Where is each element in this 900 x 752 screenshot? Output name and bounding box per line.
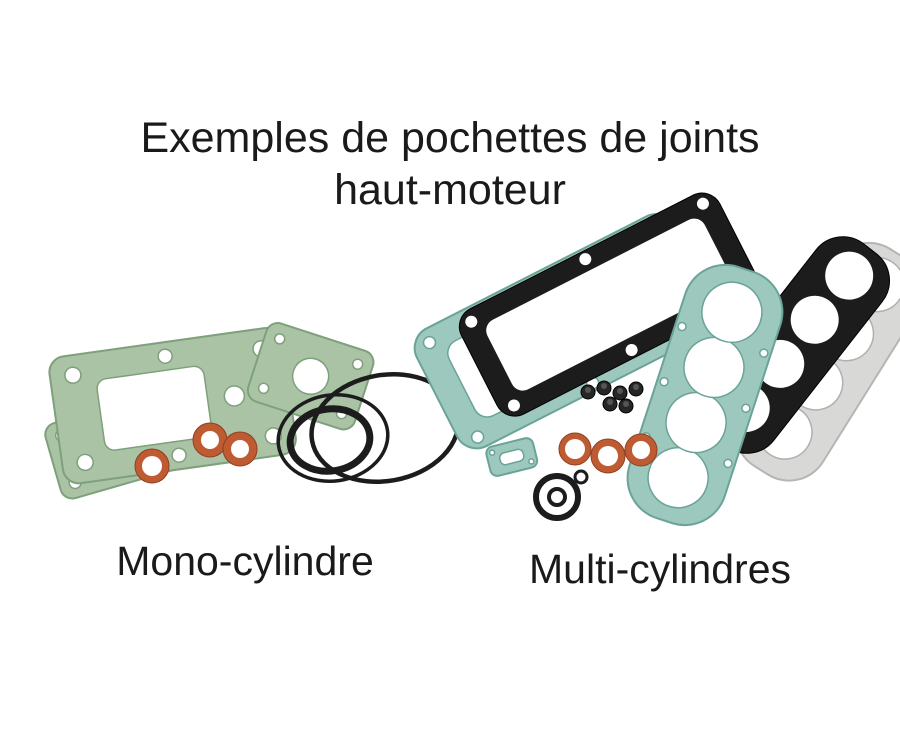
title-line-2: haut-moteur — [334, 166, 566, 215]
copper-ring — [134, 448, 170, 484]
valve-stem-seals — [580, 380, 644, 414]
label-multi-cylindres: Multi-cylindres — [529, 546, 791, 592]
black-cover-gasket — [458, 192, 759, 417]
copper-exhaust-gaskets — [192, 422, 258, 467]
oil-seal — [533, 469, 589, 521]
copper-sealing-rings — [558, 432, 658, 474]
figure-title: Exemples de pochettes de joints haut-mot… — [0, 112, 900, 217]
label-mono-cylindre: Mono-cylindre — [116, 538, 374, 584]
title-line-1: Exemples de pochettes de joints — [140, 114, 760, 162]
mono-side-plate-gasket — [246, 322, 375, 431]
small-teal-gasket — [485, 437, 539, 477]
teal-four-cylinder-gasket — [626, 263, 784, 527]
multi-cylinder-gasket-set — [413, 192, 900, 527]
mono-cylinder-gasket-set — [44, 322, 461, 500]
